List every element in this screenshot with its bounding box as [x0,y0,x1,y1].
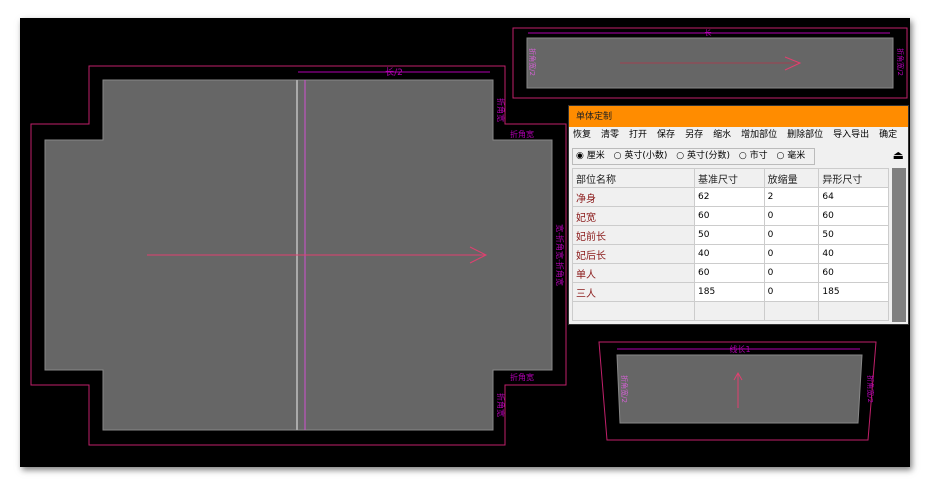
dialog-title: 单体定制 [569,106,908,127]
menu-clear[interactable]: 清零 [601,130,620,140]
menu-ok[interactable]: 确定 [879,130,898,140]
dialog-menu: 恢复 清零 打开 保存 另存 缩水 增加部位 删除部位 导入导出 确定 [569,127,908,144]
svg-text:折角宽: 折角宽 [510,372,534,382]
svg-text:折角宽: 折角宽 [496,393,506,417]
radio-shicun[interactable]: ○ 市寸 [738,151,768,161]
menu-open[interactable]: 打开 [629,130,648,140]
svg-text:折角宽/2: 折角宽/2 [896,48,905,76]
radio-inch-decimal[interactable]: ○ 英寸(小数) [613,151,668,161]
column-header: 放缩量 [763,168,820,188]
menu-import-export[interactable]: 导入导出 [833,130,870,140]
svg-text:折角宽/2: 折角宽/2 [528,48,537,76]
svg-text:线长1: 线长1 [729,344,750,354]
bottom-piece[interactable] [616,354,863,424]
svg-text:折角宽: 折角宽 [510,129,534,139]
column-header: 部位名称 [572,168,695,188]
menu-shrink[interactable]: 缩水 [713,130,732,140]
svg-text:折角宽/2: 折角宽/2 [866,375,875,403]
menu-delete-part[interactable]: 删除部位 [787,130,824,140]
custom-size-dialog: 单体定制 恢复 清零 打开 保存 另存 缩水 增加部位 删除部位 导入导出 确定… [568,105,909,325]
svg-text:宽-折角宽-折角宽: 宽-折角宽-折角宽 [555,224,565,286]
radio-cm[interactable]: ◉ 厘米 [576,151,605,161]
collapse-icon[interactable]: ⏏ [892,148,904,162]
scrollbar[interactable] [892,168,906,322]
menu-save-as[interactable]: 另存 [685,130,704,140]
column-header: 基准尺寸 [694,168,765,188]
main-seam-outline [30,65,567,446]
unit-radio-group: ◉ 厘米 ○ 英寸(小数) ○ 英寸(分数) ○ 市寸 ○ 毫米 [572,148,816,165]
menu-restore[interactable]: 恢复 [573,130,592,140]
svg-text:长: 长 [705,28,712,37]
menu-save[interactable]: 保存 [657,130,676,140]
svg-text:折角宽: 折角宽 [496,98,506,122]
radio-inch-fraction[interactable]: ○ 英寸(分数) [676,151,730,161]
svg-text:折角宽/2: 折角宽/2 [620,375,629,403]
svg-text:长/2: 长/2 [385,66,403,78]
empty-row [572,301,889,321]
menu-add-part[interactable]: 增加部位 [741,130,778,140]
radio-mm[interactable]: ○ 毫米 [776,151,806,161]
column-header: 异形尺寸 [818,168,889,188]
